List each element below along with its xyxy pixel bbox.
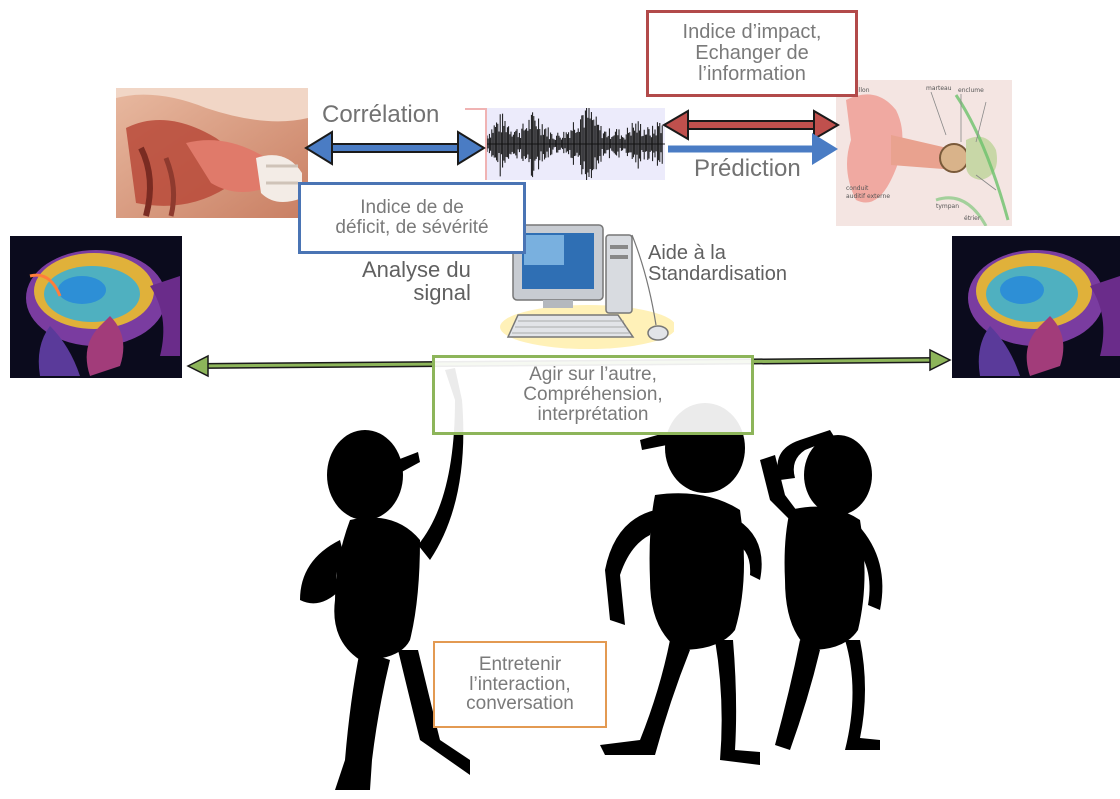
maintain-interaction-box: Entretenir l’interaction, conversation [433, 641, 607, 728]
waveform-marker-vertical [485, 108, 487, 180]
brain-mri-left-image [10, 236, 182, 378]
svg-text:auditif externe: auditif externe [846, 193, 890, 200]
vocal-tract-icon [116, 88, 308, 218]
brain-mri-icon [952, 236, 1120, 378]
svg-text:marteau: marteau [926, 85, 952, 92]
signal-analysis-label: Analyse du signal [362, 258, 471, 304]
standardisation-line2: Standardisation [648, 263, 787, 285]
agir-line: interprétation [537, 403, 649, 425]
signal-analysis-line1: Analyse du [362, 257, 471, 282]
svg-text:conduit: conduit [846, 185, 869, 192]
entretenir-line: Entretenir [478, 653, 562, 675]
figure-standing-icon [600, 403, 762, 765]
speech-waveform-icon [485, 108, 665, 180]
standardisation-label: Aide à la Standardisation [648, 243, 787, 285]
impact-index-box: Indice d’impact, Echanger de l’informati… [646, 10, 858, 97]
waveform-marker [465, 108, 487, 110]
entretenir-line: l’interaction, [469, 673, 571, 695]
computer-image [498, 215, 674, 350]
deficit-index-box: Indice de de déficit, de sévérité [298, 182, 526, 254]
brain-mri-right-image [952, 236, 1120, 378]
agir-line: Agir sur l’autre, [529, 364, 657, 386]
act-on-other-box: Agir sur l’autre, Compréhension, interpr… [432, 355, 754, 435]
prediction-label: Prédiction [694, 155, 801, 182]
svg-text:étrier: étrier [964, 215, 981, 222]
svg-text:tympan: tympan [936, 203, 959, 210]
vocal-tract-image [116, 88, 308, 218]
deficit-line: déficit, de sévérité [335, 217, 489, 238]
standardisation-line1: Aide à la [648, 242, 726, 264]
impact-line: l’information [698, 63, 806, 85]
svg-text:enclume: enclume [958, 87, 984, 94]
figure-pointing-icon [300, 368, 470, 790]
desktop-computer-icon [500, 224, 674, 349]
correlation-double-arrow [304, 130, 486, 166]
deficit-line: Indice de de [360, 197, 464, 219]
brain-mri-icon [10, 236, 182, 378]
correlation-label: Corrélation [322, 101, 440, 128]
ear-anatomy-image: pavillon marteau enclume conduit auditif… [836, 80, 1012, 226]
entretenir-line: conversation [466, 693, 574, 715]
speech-waveform-image [485, 108, 665, 180]
signal-analysis-line2: signal [413, 280, 471, 306]
impact-line: Indice d’impact, [682, 21, 822, 43]
impact-double-arrow [662, 109, 840, 141]
agir-line: Compréhension, [523, 384, 663, 406]
prediction-arrow [668, 133, 838, 165]
figure-thinking-icon [760, 430, 883, 750]
impact-line: Echanger de [695, 42, 809, 64]
ear-anatomy-icon: pavillon marteau enclume conduit auditif… [836, 80, 1012, 226]
